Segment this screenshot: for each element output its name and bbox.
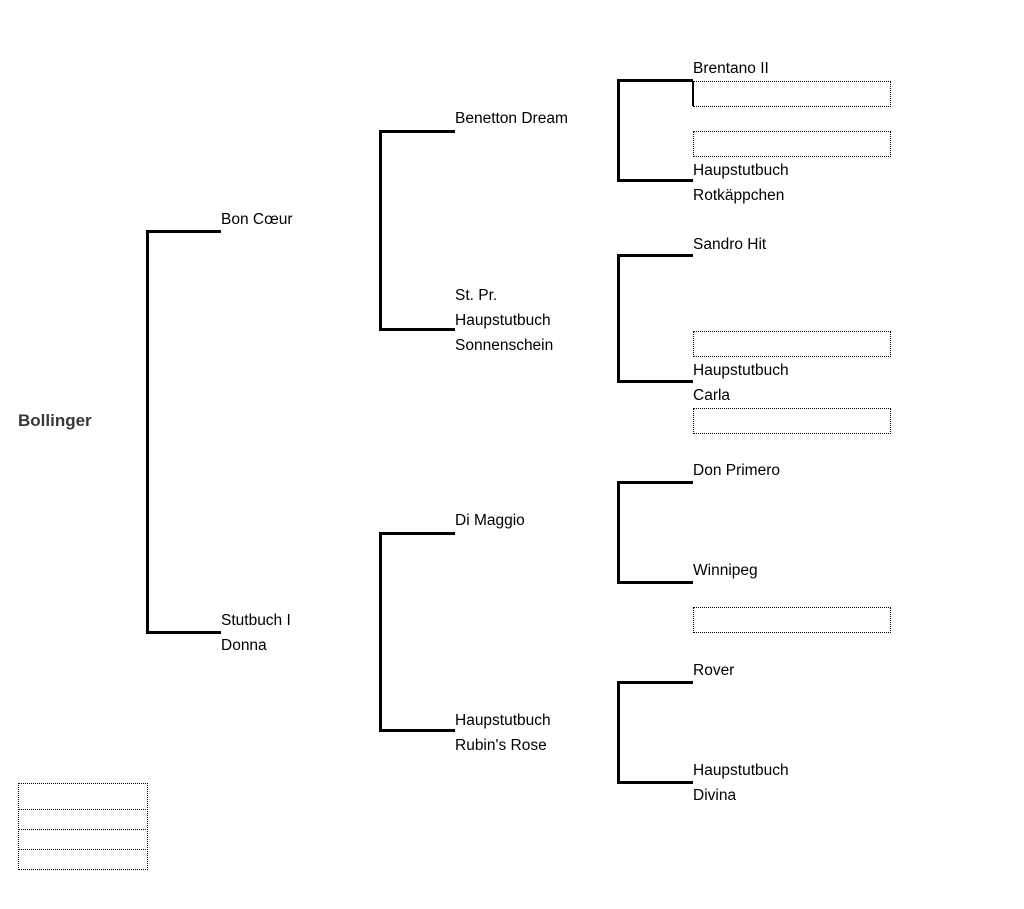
connector-dam-bracket: [379, 532, 455, 732]
footer-input-row-4[interactable]: [18, 849, 148, 870]
input-field-sire-dam-dam-below[interactable]: [693, 408, 891, 434]
footer-input-row-1[interactable]: [18, 783, 148, 810]
input-field-sire-sire-sire[interactable]: [693, 81, 891, 107]
connector-sire-bracket: [379, 130, 455, 331]
connector-subject-bracket: [146, 230, 221, 634]
label-sire-dam-dam: Haupstutbuch Carla: [693, 362, 789, 404]
input-field-dam-sire-dam-below[interactable]: [693, 607, 891, 633]
label-dam-sire-dam: Winnipeg: [693, 562, 758, 579]
label-dam-dam-sire: Rover: [693, 662, 735, 679]
connector-sire-dam-bracket: [617, 254, 693, 383]
input-field-sire-sire-dam[interactable]: [693, 131, 891, 157]
text-cursor: [692, 82, 694, 106]
label-sire-sire-dam: Haupstutbuch Rotkäppchen: [693, 162, 789, 204]
label-sire-sire-sire: Brentano II: [693, 60, 769, 77]
label-dam-dam-dam: Haupstutbuch Divina: [693, 762, 789, 804]
label-sire-dam-sire: Sandro Hit: [693, 236, 767, 253]
label-dam-dam: Haupstutbuch Rubin's Rose: [455, 712, 551, 754]
label-sire-sire: Benetton Dream: [455, 110, 568, 127]
footer-input-row-2[interactable]: [18, 809, 148, 830]
label-dam: Stutbuch I Donna: [221, 612, 291, 654]
input-field-sire-dam-dam-above[interactable]: [693, 331, 891, 357]
label-dam-sire: Di Maggio: [455, 512, 525, 529]
connector-dam-sire-bracket: [617, 481, 693, 584]
label-dam-sire-sire: Don Primero: [693, 462, 780, 479]
label-sire-dam: St. Pr. Haupstutbuch Sonnenschein: [455, 287, 554, 354]
label-sire: Bon Cœur: [221, 211, 293, 228]
label-subject: Bollinger: [18, 411, 92, 430]
footer-input-row-3[interactable]: [18, 829, 148, 850]
connector-dam-dam-bracket: [617, 681, 693, 784]
connector-sire-sire-bracket: [617, 79, 693, 182]
